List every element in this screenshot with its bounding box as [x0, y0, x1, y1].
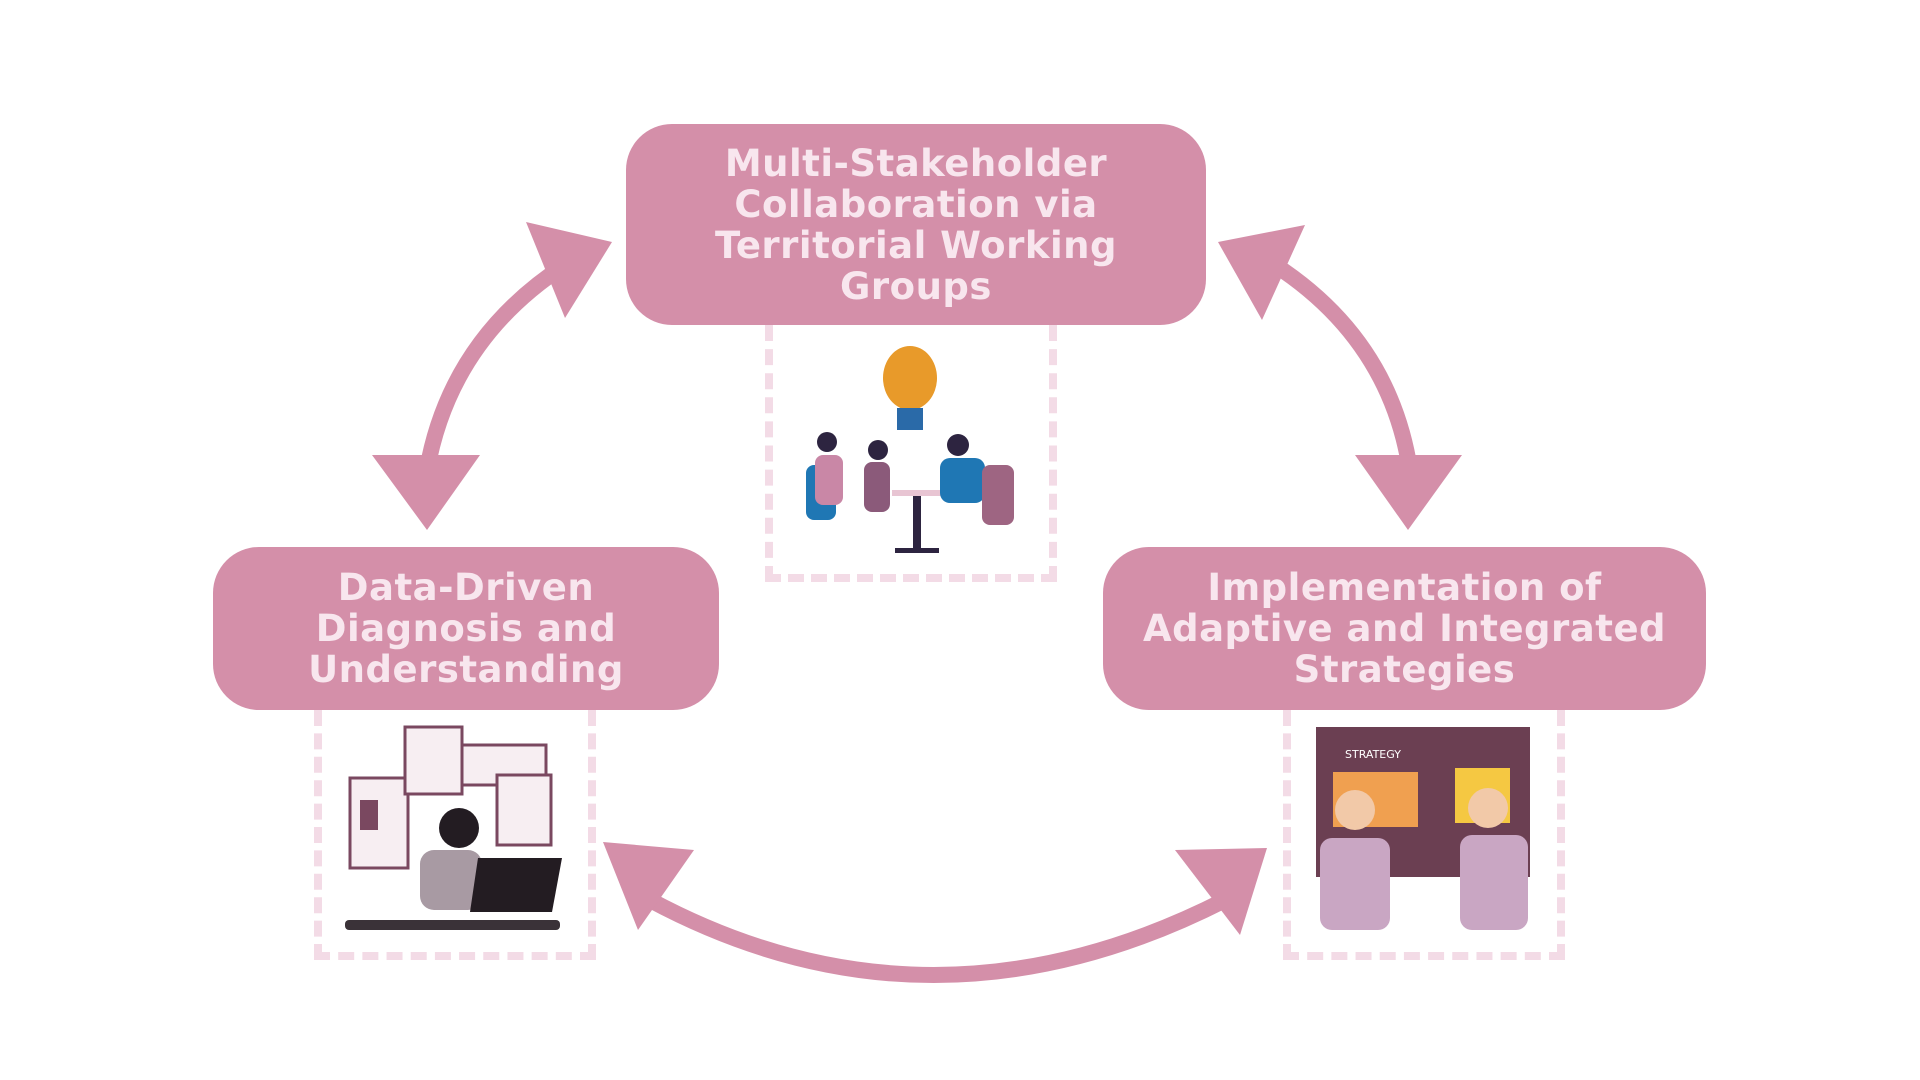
arrow-right-arc [1270, 258, 1418, 472]
analyst-illustration [345, 725, 562, 930]
arrowhead-right-down [1355, 455, 1462, 530]
step-title: Implementation of Adaptive and Integrate… [1142, 566, 1667, 691]
arrow-bottom-arc [646, 892, 1229, 983]
step-title: Multi-Stakeholder Collaboration via Terr… [715, 141, 1117, 308]
arrowhead-left-down [372, 455, 480, 530]
illustration-frame-diagnosis [314, 710, 596, 960]
arrowhead-left-up [526, 222, 612, 318]
arrowhead-right-up [1218, 225, 1305, 320]
strategy-illustration: STRATEGY [1316, 727, 1530, 930]
illustration-frame-implementation [1283, 710, 1565, 960]
strategy-board-label: STRATEGY [1345, 748, 1401, 761]
arrowhead-bottom-right [1175, 848, 1267, 935]
arrow-left-arc [419, 258, 570, 472]
illustration-frame-collaboration [765, 325, 1057, 582]
team-meeting-illustration [806, 346, 1014, 553]
step-diagnosis: Data-Driven Diagnosis and Understanding [213, 547, 719, 710]
arrowhead-bottom-left [603, 842, 694, 930]
step-implementation: Implementation of Adaptive and Integrate… [1103, 547, 1706, 710]
step-collaboration: Multi-Stakeholder Collaboration via Terr… [626, 124, 1206, 325]
step-title: Data-Driven Diagnosis and Understanding [308, 566, 624, 691]
